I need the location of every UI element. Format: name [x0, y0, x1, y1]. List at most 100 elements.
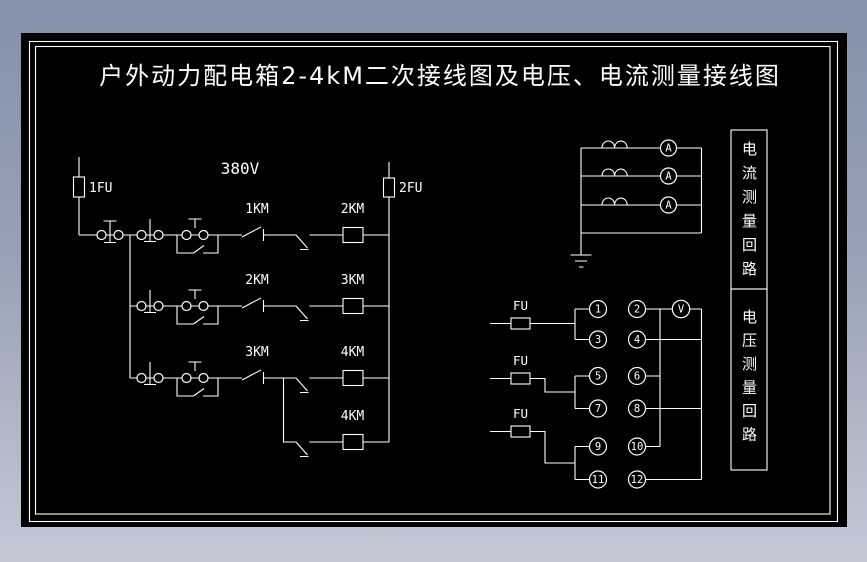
ammeter-letter: A	[665, 171, 672, 183]
voltmeter: V	[671, 299, 691, 319]
fuse-feeder-1	[490, 308, 590, 341]
start-button-2-plunger	[188, 289, 202, 299]
rung-3-nc-interlock	[295, 377, 309, 394]
terminal-circle	[588, 399, 608, 418]
terminal-3: 3	[588, 330, 608, 349]
fuse-fu1-label: FU	[513, 298, 528, 313]
rung-2: 2KM 3KM	[130, 273, 389, 325]
start-button-2	[181, 300, 192, 312]
master-stop-button	[96, 229, 107, 241]
drawing-canvas	[21, 33, 847, 527]
rung-1-nc-interlock	[295, 234, 309, 251]
stop-button-1	[153, 229, 164, 241]
voltmeter-letter: V	[678, 304, 685, 316]
rung-3-no-contact	[241, 369, 265, 384]
contact-label: 3KM	[245, 345, 269, 360]
stop-button-2	[153, 300, 164, 312]
start-button-2	[198, 300, 209, 312]
terminal-8: 8	[627, 399, 647, 418]
terminal-1: 1	[588, 299, 608, 319]
terminal-10: 10	[627, 437, 647, 456]
ammeter-2: A	[659, 167, 678, 185]
terminal-number: 12	[631, 474, 644, 486]
terminal-number: 11	[592, 474, 605, 486]
coil-3km-symbol	[342, 297, 364, 315]
fuse-fu2-label: FU	[513, 353, 528, 368]
ammeter-icon	[659, 167, 678, 185]
fuse-fu1-symbol	[510, 317, 531, 330]
terminal-circle	[588, 470, 608, 489]
start-button-3	[198, 372, 209, 384]
terminal-4: 4	[627, 330, 647, 349]
terminal-circle	[627, 437, 647, 456]
terminal-number: 8	[634, 403, 640, 415]
current-circuit-wires	[580, 147, 703, 234]
rung-2-no-contact	[241, 297, 265, 312]
ammeter-3: A	[659, 196, 678, 214]
start-button-1	[198, 229, 209, 241]
terminal-9: 9	[588, 437, 608, 456]
coil-label: 3KM	[341, 273, 365, 288]
stop-button-2-plunger	[144, 290, 156, 314]
voltage-panel-box	[730, 288, 768, 471]
ammeter-1: A	[659, 139, 678, 157]
terminal-number: 5	[595, 371, 601, 383]
ammeter-icon	[659, 196, 678, 214]
terminal-11: 11	[588, 470, 608, 489]
rung-1-no-contact	[241, 226, 265, 241]
current-panel-label: 电流测量回路	[740, 141, 758, 285]
voltage-panel-label: 电压测量回路	[740, 309, 758, 450]
voltage-measurement-circuit: FU FU FU 1 3 5 7 9 11 2 4 6 8 10 12 V	[490, 298, 703, 489]
start-button-3	[181, 372, 192, 384]
terminal-7: 7	[588, 399, 608, 418]
fuse-1fu-label: 1FU	[89, 181, 112, 196]
terminal-number: 4	[634, 334, 640, 346]
start-button-3-plunger	[188, 361, 202, 371]
terminal-number: 1	[595, 304, 601, 316]
coil-4km-symbol	[342, 369, 364, 387]
ammeter-icon	[659, 139, 678, 157]
contact-label: 1KM	[245, 202, 269, 217]
terminal-circle	[588, 437, 608, 456]
terminal-circle	[627, 299, 647, 319]
stop-button-3	[153, 372, 164, 384]
ladder-circuit: 1FU 2FU 380V 1KM 2KM	[72, 157, 422, 458]
fuse-feeder-2	[490, 375, 590, 410]
fuse-2fu-label: 2FU	[399, 181, 422, 196]
stop-button-3	[136, 372, 147, 384]
sheet-outer-border	[28, 40, 839, 523]
sheet-inner-border	[34, 45, 831, 515]
start-button-1	[181, 229, 192, 241]
stop-button-1	[136, 229, 147, 241]
terminal-circle	[627, 399, 647, 418]
ammeter-letter: A	[665, 200, 672, 212]
coil-label: 2KM	[341, 202, 365, 217]
fuse-1fu-symbol	[72, 176, 86, 198]
terminal-circle	[588, 299, 608, 319]
fuse-fu3-label: FU	[513, 406, 528, 421]
holding-contact-2	[176, 306, 219, 325]
terminal-circle	[588, 366, 608, 386]
fuse-feeder-3	[490, 430, 590, 481]
terminal-number: 10	[631, 441, 644, 453]
fuse-fu2-symbol	[510, 372, 531, 385]
contact-label: 2KM	[245, 273, 269, 288]
rung-3: 3KM 4KM 4KM	[130, 345, 389, 458]
terminal-number: 7	[595, 403, 601, 415]
coil-label: 4KM	[341, 345, 365, 360]
voltage-380v-label: 380V	[221, 159, 260, 178]
current-measurement-circuit: A A A	[570, 139, 703, 268]
branch-wire	[282, 378, 389, 458]
rung-2-nc-interlock	[295, 305, 309, 322]
stop-button-2	[136, 300, 147, 312]
voltmeter-icon	[671, 299, 691, 319]
terminal-number: 3	[595, 334, 601, 346]
coil-label: 4KM	[341, 409, 365, 424]
fuse-2fu-symbol	[382, 177, 396, 198]
terminal-circle	[627, 330, 647, 349]
terminal-circle	[588, 330, 608, 349]
terminal-6: 6	[627, 366, 647, 386]
terminal-number: 9	[595, 441, 601, 453]
terminal-number: 6	[634, 371, 640, 383]
coil-2km-symbol	[342, 226, 364, 244]
